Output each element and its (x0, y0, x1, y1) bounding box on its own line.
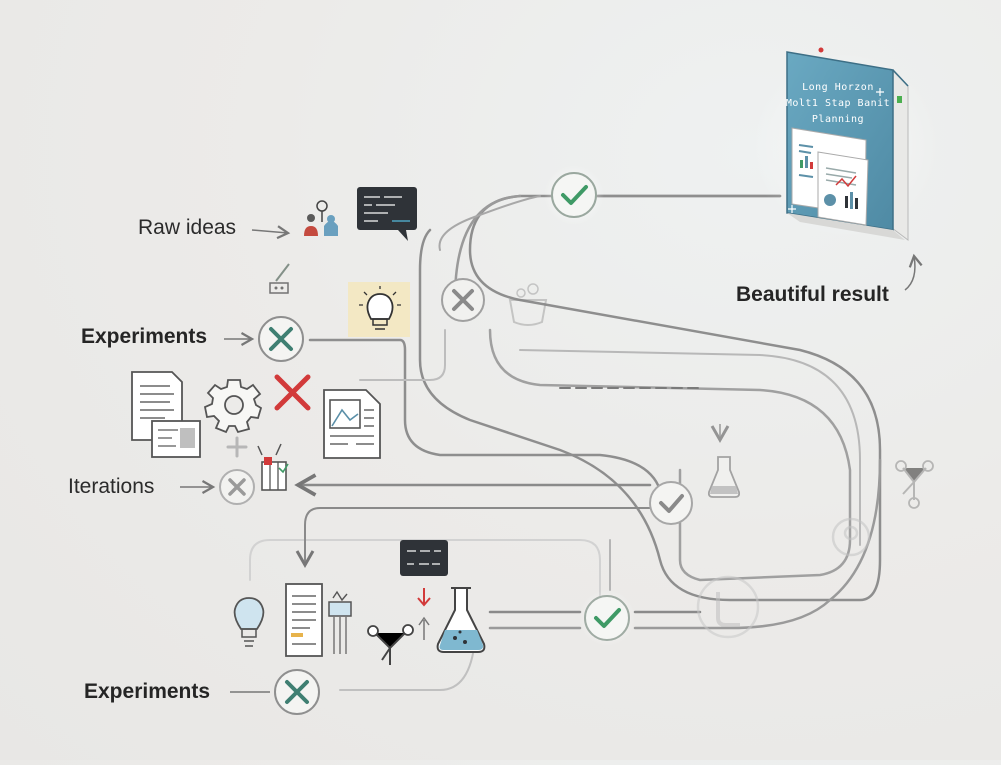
label-iterations: Iterations (68, 475, 155, 498)
arrow-beautiful-result (904, 253, 923, 291)
label-experiments-bottom: Experiments (84, 680, 211, 703)
cross-circle-iterations (219, 469, 255, 505)
lightbulb-icon (348, 282, 410, 337)
path-track-7 (359, 329, 446, 381)
document-icon (131, 371, 201, 458)
label-raw-ideas: Raw ideas (138, 216, 237, 239)
arrow-raw-ideas (251, 225, 291, 240)
cross-circle-experiments-bottom (274, 669, 320, 715)
chart-book-icon: Long Horzon Molt1 Stap Banit Planning (750, 47, 940, 241)
label-beautiful-result: Beautiful result (736, 283, 889, 306)
molecule-faded-icon (895, 460, 934, 509)
path-track-5 (519, 349, 861, 546)
faded-loop-icon (696, 517, 871, 639)
experiment-kit-icon (257, 443, 289, 491)
pot-icon (508, 283, 548, 326)
path-lower-3 (488, 458, 882, 630)
path-track-6 (308, 338, 662, 492)
red-down-arrow-icon (417, 588, 431, 607)
book-title-line3: Planning (812, 114, 864, 125)
tool-icon (269, 263, 290, 294)
path-track-2 (453, 194, 522, 302)
label-experiments-top: Experiments (81, 325, 208, 348)
up-arrow-icon (418, 616, 430, 640)
book-title-line1: Long Horzon (802, 82, 874, 93)
check-circle-bottom (579, 590, 635, 646)
gear-icon (203, 379, 263, 434)
flask-icon (436, 587, 486, 653)
cross-circle-experiments-top (258, 316, 304, 362)
flask-faded-icon (707, 424, 741, 498)
check-circle-middle (649, 481, 693, 525)
test-tubes-icon (328, 590, 352, 654)
path-track-3 (438, 195, 541, 251)
report-document-icon (285, 583, 323, 657)
path-track-4 (488, 328, 852, 582)
workflow-paths (249, 194, 882, 691)
book-title-line2: Molt1 Stap Banit (786, 98, 890, 109)
plus-icon (226, 436, 248, 458)
lightbulb-bottom-icon (233, 597, 265, 647)
molecule-icon (367, 624, 414, 665)
chat-bubble-icon (357, 187, 417, 241)
cross-circle-track (441, 278, 485, 322)
code-bubble-icon (400, 540, 448, 576)
label-arrows (180, 225, 923, 693)
image-document-icon (323, 389, 381, 459)
path-track-1 (418, 194, 882, 602)
people-icon (304, 200, 338, 236)
path-lower-1 (295, 507, 651, 569)
check-circle-top (544, 165, 604, 225)
red-cross-icon (274, 374, 311, 411)
